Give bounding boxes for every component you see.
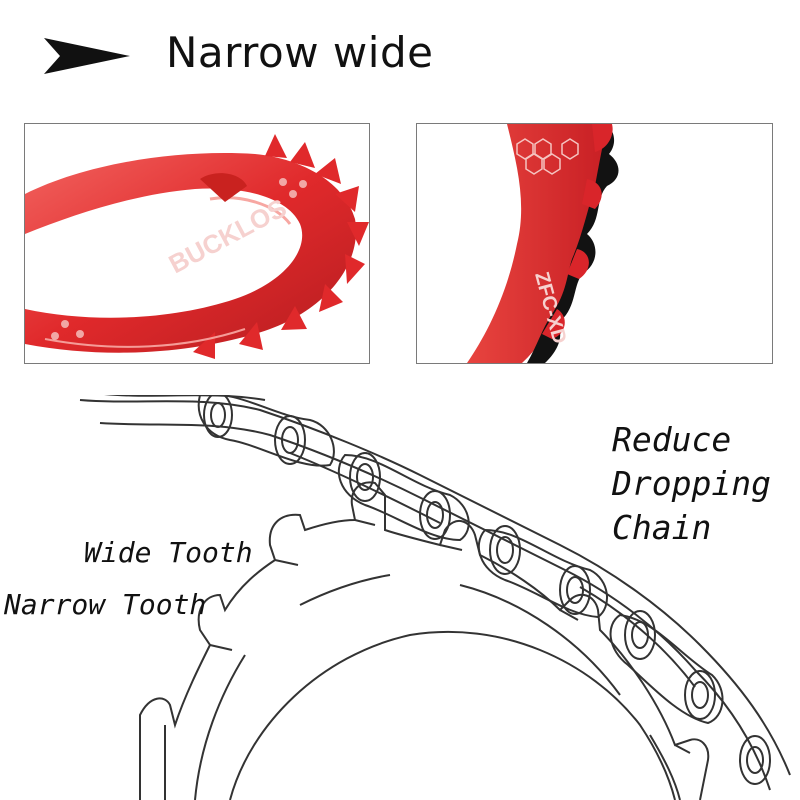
narrow-tooth-label: Narrow Tooth: [4, 588, 207, 621]
reduce-line-2: Dropping: [612, 464, 771, 503]
reduce-line-3: Chain: [612, 508, 712, 547]
page-title: Narrow wide: [166, 28, 434, 77]
reduce-dropping-chain-label: Reduce Dropping Chain: [612, 418, 771, 550]
reduce-line-1: Reduce: [612, 420, 732, 459]
chainring-photo-right: ZFC-XD: [416, 123, 773, 364]
chain-diagram: [0, 395, 800, 800]
wide-tooth-label: Wide Tooth: [84, 536, 253, 569]
chainring-photo-left: BUCKLOS: [24, 123, 370, 364]
arrowhead-icon: [44, 38, 130, 74]
